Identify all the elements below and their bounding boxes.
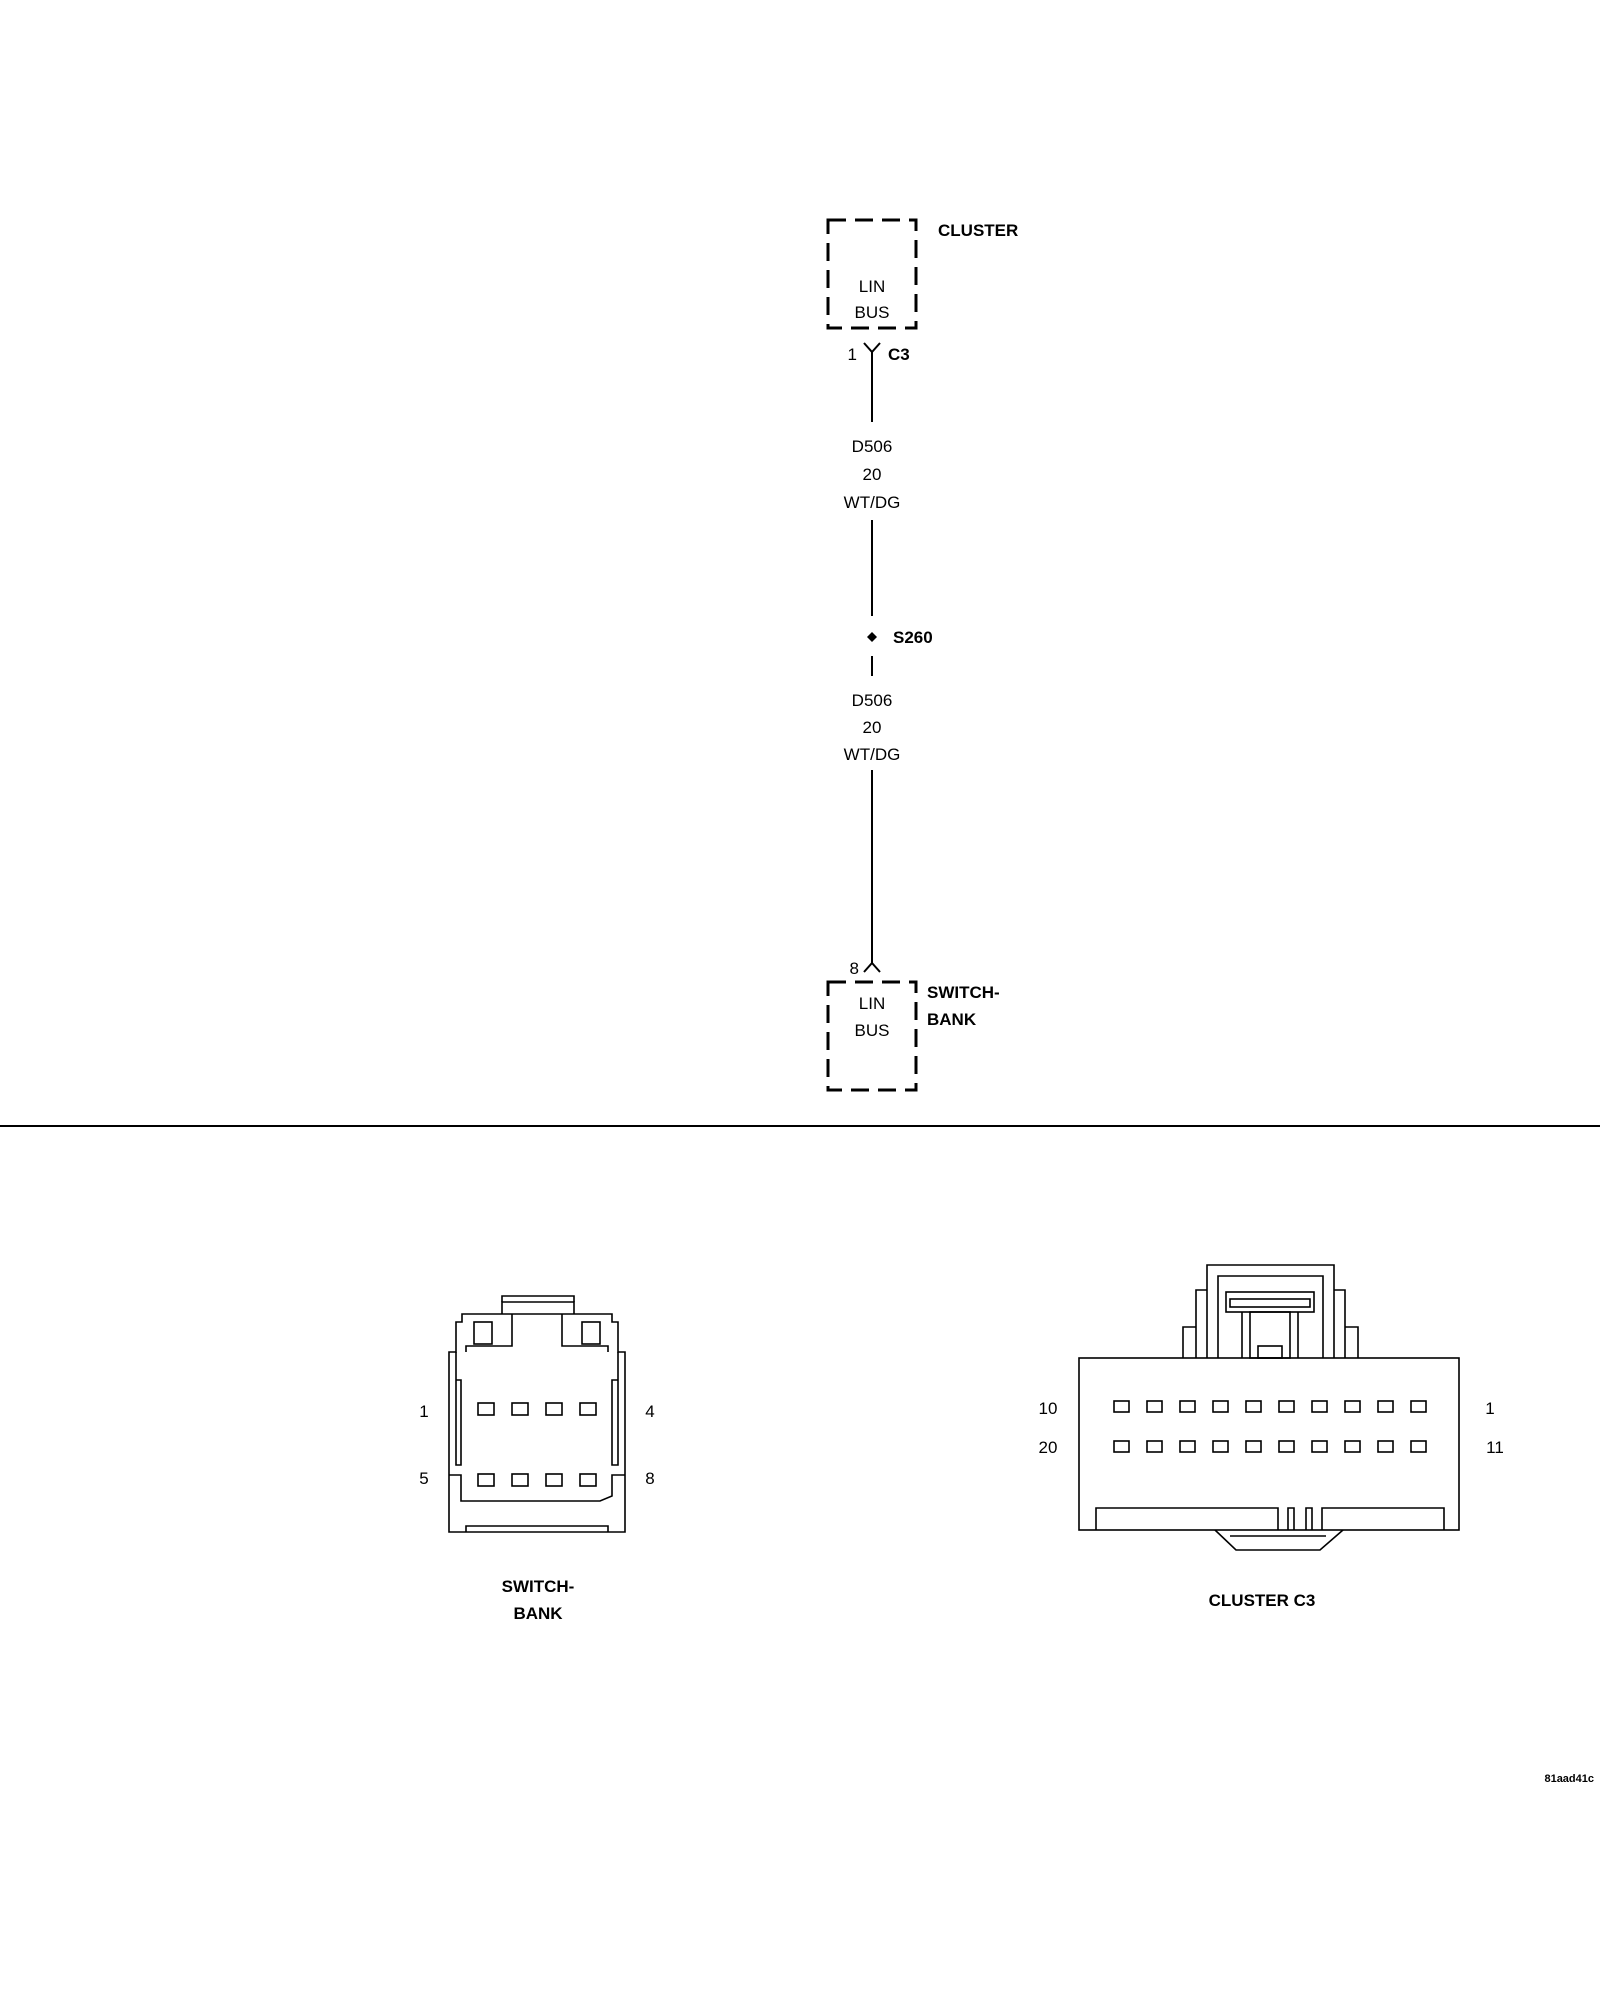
switch-bank-connector: 8 xyxy=(850,959,881,978)
wire-lower-circuit: D506 xyxy=(852,691,893,710)
cluster-connector-c3: 1 C3 xyxy=(848,342,910,364)
cavity xyxy=(579,1473,597,1487)
cluster-circuit-label-1: LIN xyxy=(859,277,885,296)
cavity xyxy=(1278,1400,1295,1413)
switch-bank-pin-number: 8 xyxy=(850,959,859,978)
splice-label: S260 xyxy=(893,628,933,647)
switch-bank-name-2: BANK xyxy=(927,1010,977,1029)
cluster-c3-pin-11: 11 xyxy=(1486,1438,1504,1457)
cavity xyxy=(1245,1400,1262,1413)
switch-bank-component: LIN BUS SWITCH- BANK xyxy=(826,980,1000,1092)
cavity xyxy=(477,1402,495,1416)
cluster-c3-cavities xyxy=(1113,1400,1427,1453)
cavity xyxy=(1179,1440,1196,1453)
wire-upper-circuit: D506 xyxy=(852,437,893,456)
connector-pin-symbol xyxy=(863,961,881,973)
cluster-component: CLUSTER LIN BUS xyxy=(826,218,1018,330)
wire-lower-color: WT/DG xyxy=(844,745,901,764)
cluster-circuit-label-2: BUS xyxy=(855,303,890,322)
cluster-c3-connector-body xyxy=(1078,1264,1460,1551)
cavity xyxy=(1311,1400,1328,1413)
cavity xyxy=(1311,1440,1328,1453)
switch-bank-dashed-box xyxy=(826,980,918,1092)
cavity xyxy=(1377,1400,1394,1413)
wire-upper-label: D506 20 WT/DG xyxy=(844,437,901,512)
switch-bank-cavities xyxy=(477,1402,597,1487)
wire-lower-gauge: 20 xyxy=(863,718,882,737)
cluster-connector-name: C3 xyxy=(888,345,910,364)
cluster-dashed-box xyxy=(826,218,918,330)
switch-bank-pin-8: 8 xyxy=(645,1469,654,1488)
cavity xyxy=(1410,1440,1427,1453)
switch-bank-pin-4: 4 xyxy=(645,1402,654,1421)
switch-bank-name-1: SWITCH- xyxy=(927,983,1000,1002)
cavity xyxy=(1344,1400,1361,1413)
cavity xyxy=(1377,1440,1394,1453)
cavity xyxy=(579,1402,597,1416)
connector-pin-symbol xyxy=(863,342,881,354)
switch-bank-connector-body xyxy=(448,1295,626,1533)
cavity xyxy=(1113,1400,1130,1413)
cluster-c3-pin-20: 20 xyxy=(1039,1438,1058,1457)
figure-id: 81aad41c xyxy=(1544,1773,1594,1785)
switch-bank-circuit-label-1: LIN xyxy=(859,994,885,1013)
cavity xyxy=(1146,1440,1163,1453)
switch-bank-circuit-label-2: BUS xyxy=(855,1021,890,1040)
switch-bank-pin-5: 5 xyxy=(419,1469,428,1488)
cavity xyxy=(477,1473,495,1487)
cluster-c3-pin-1: 1 xyxy=(1485,1399,1494,1418)
splice-dot xyxy=(867,632,877,642)
cavity xyxy=(511,1402,529,1416)
cavity xyxy=(1212,1400,1229,1413)
wire-upper-gauge: 20 xyxy=(863,465,882,484)
cavity xyxy=(511,1473,529,1487)
cavity xyxy=(1179,1400,1196,1413)
wire-upper-color: WT/DG xyxy=(844,493,901,512)
cavity xyxy=(1278,1440,1295,1453)
cavity xyxy=(1245,1440,1262,1453)
cluster-c3-connector-view: 10 1 20 11 CLUSTER C3 xyxy=(1039,1264,1504,1610)
cavity xyxy=(1344,1440,1361,1453)
cluster-c3-pin-10: 10 xyxy=(1039,1399,1058,1418)
cavity xyxy=(545,1402,563,1416)
cavity xyxy=(1410,1400,1427,1413)
cavity xyxy=(1113,1440,1130,1453)
switch-bank-view-title-1: SWITCH- xyxy=(502,1577,575,1596)
switch-bank-connector-view: 1 4 5 8 SWITCH- BANK xyxy=(419,1295,655,1623)
cavity xyxy=(545,1473,563,1487)
splice-s260: S260 xyxy=(867,628,933,647)
cluster-c3-view-title: CLUSTER C3 xyxy=(1209,1591,1316,1610)
cavity xyxy=(1146,1400,1163,1413)
switch-bank-view-title-2: BANK xyxy=(513,1604,563,1623)
cavity xyxy=(1212,1440,1229,1453)
switch-bank-pin-1: 1 xyxy=(419,1402,428,1421)
cluster-name: CLUSTER xyxy=(938,221,1018,240)
cluster-pin-number: 1 xyxy=(848,345,857,364)
wire-lower-label: D506 20 WT/DG xyxy=(844,691,901,764)
